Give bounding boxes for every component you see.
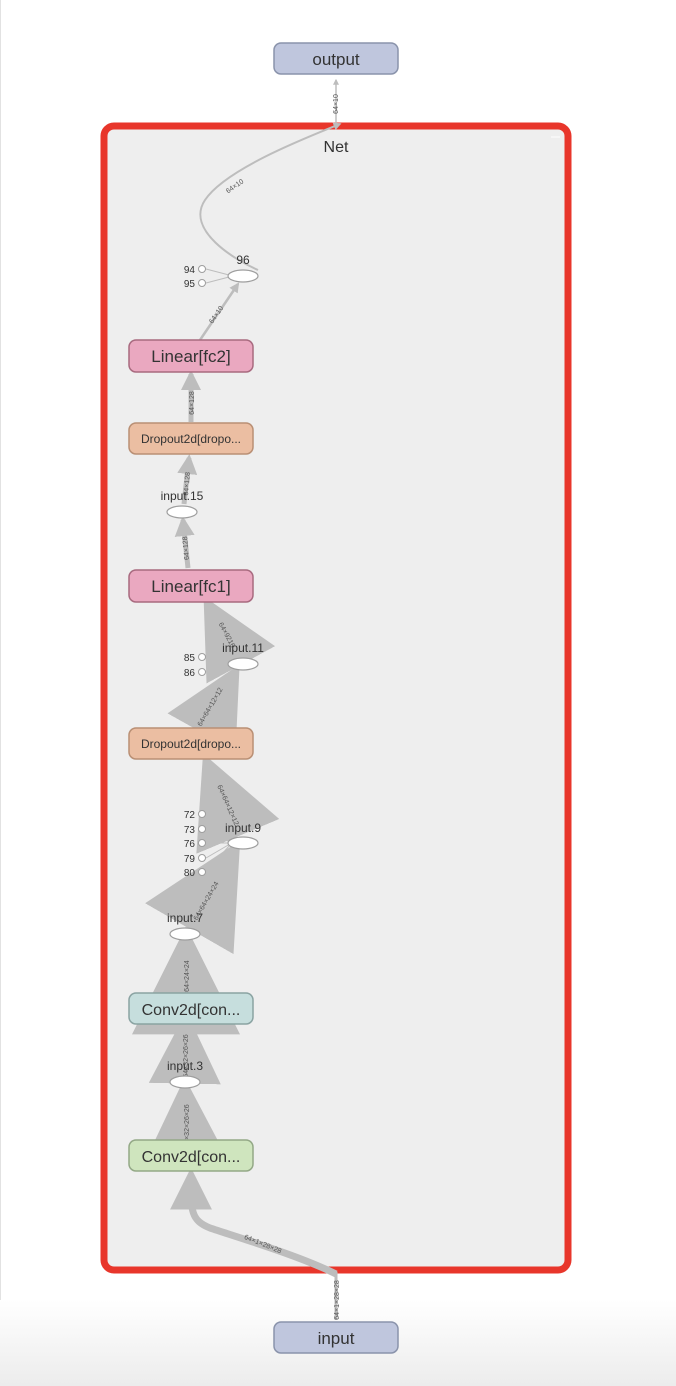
op-input-9[interactable]: input.9	[225, 821, 261, 850]
const-80[interactable]: 80	[184, 868, 206, 879]
net-title: Net	[324, 139, 349, 156]
const-edge-80	[205, 844, 231, 873]
output-node[interactable]: output	[273, 42, 399, 75]
svg-text:Conv2d[con...: Conv2d[con...	[142, 1002, 241, 1019]
edge-input-conv1	[169, 1167, 338, 1278]
const-85[interactable]: 85	[184, 653, 206, 664]
edge-label-in3-conv2: 64×32×26×26	[183, 1034, 190, 1078]
svg-text:72: 72	[184, 810, 196, 821]
node-conv2[interactable]: Conv2d[con...	[128, 992, 254, 1025]
op-96[interactable]: 96	[227, 253, 259, 283]
op-input-11[interactable]: input.11	[222, 641, 264, 671]
edge-fc1-in15	[174, 516, 195, 569]
const-edge-79	[205, 843, 231, 859]
const-edge-72	[205, 813, 231, 842]
edge-96-net	[199, 122, 342, 271]
edge-fc2-96	[198, 282, 240, 341]
input-node[interactable]: input	[273, 1321, 399, 1354]
svg-text:Linear[fc2]: Linear[fc2]	[151, 347, 230, 366]
node-linear-fc1[interactable]: Linear[fc1]	[128, 569, 254, 603]
const-79[interactable]: 79	[184, 854, 206, 865]
svg-text:input.9: input.9	[225, 821, 261, 835]
edge-label-in15-drop: 64×128	[183, 472, 192, 496]
svg-text:Linear[fc1]: Linear[fc1]	[151, 577, 230, 596]
svg-text:input: input	[318, 1329, 355, 1348]
svg-text:input.11: input.11	[222, 641, 264, 655]
edge-in7-in9	[145, 840, 241, 955]
net-container[interactable]	[100, 122, 572, 1274]
svg-text:input.15: input.15	[161, 489, 204, 503]
const-95[interactable]: 95	[184, 279, 206, 290]
op-input-3[interactable]: input.3	[167, 1059, 203, 1089]
svg-text:95: 95	[184, 279, 196, 290]
edge-in11-fc1	[203, 596, 276, 684]
node-dropout-a[interactable]: Dropout2d[dropo...	[128, 727, 254, 760]
const-edge-73	[205, 828, 231, 843]
edge-label-top: 64×10	[333, 94, 340, 114]
svg-text:Conv2d[con...: Conv2d[con...	[142, 1149, 241, 1166]
edge-in15-dropout	[177, 454, 198, 505]
svg-text:input.7: input.7	[167, 911, 203, 925]
const-72[interactable]: 72	[184, 810, 206, 821]
edge-label-input-bottom: 64×1×28×28	[334, 1280, 341, 1320]
edge-conv1-in3	[150, 1077, 223, 1151]
edge-label-conv1-in3: 64×32×26×26	[184, 1104, 191, 1148]
svg-text:96: 96	[236, 253, 250, 267]
edge-label-drop-fc2: 64×128	[189, 391, 196, 415]
const-edge-86	[205, 665, 230, 673]
const-edge-95	[205, 276, 230, 284]
svg-text:output: output	[312, 50, 360, 69]
node-dropout-b[interactable]: Dropout2d[dropo...	[128, 422, 254, 455]
const-73[interactable]: 73	[184, 825, 206, 836]
svg-text:input.3: input.3	[167, 1059, 203, 1073]
node-conv1[interactable]: Conv2d[con...	[128, 1139, 254, 1172]
op-input-7[interactable]: input.7	[167, 911, 203, 941]
svg-text:86: 86	[184, 668, 196, 679]
edge-dropout-in11	[167, 664, 240, 752]
svg-text:94: 94	[184, 265, 196, 276]
svg-text:Dropout2d[dropo...: Dropout2d[dropo...	[141, 432, 241, 446]
svg-text:79: 79	[184, 854, 196, 865]
const-86[interactable]: 86	[184, 668, 206, 679]
node-linear-fc2[interactable]: Linear[fc2]	[128, 339, 254, 373]
edge-label-fc1-in15: 64×128	[182, 536, 191, 560]
svg-text:80: 80	[184, 868, 196, 879]
const-edge-94	[205, 268, 230, 276]
const-94[interactable]: 94	[184, 265, 206, 276]
left-rule	[0, 0, 1, 1386]
svg-text:76: 76	[184, 839, 196, 850]
edge-label-conv2-in7: 64×64×24×24	[184, 960, 191, 1004]
edge-in3-conv2	[148, 1011, 221, 1085]
op-input-15[interactable]: input.15	[161, 489, 204, 519]
const-edge-85	[205, 656, 230, 664]
svg-text:85: 85	[184, 653, 196, 664]
svg-text:Dropout2d[dropo...: Dropout2d[dropo...	[141, 737, 241, 751]
svg-text:73: 73	[184, 825, 196, 836]
edge-in9-dropout	[196, 753, 280, 854]
const-76[interactable]: 76	[184, 839, 206, 850]
